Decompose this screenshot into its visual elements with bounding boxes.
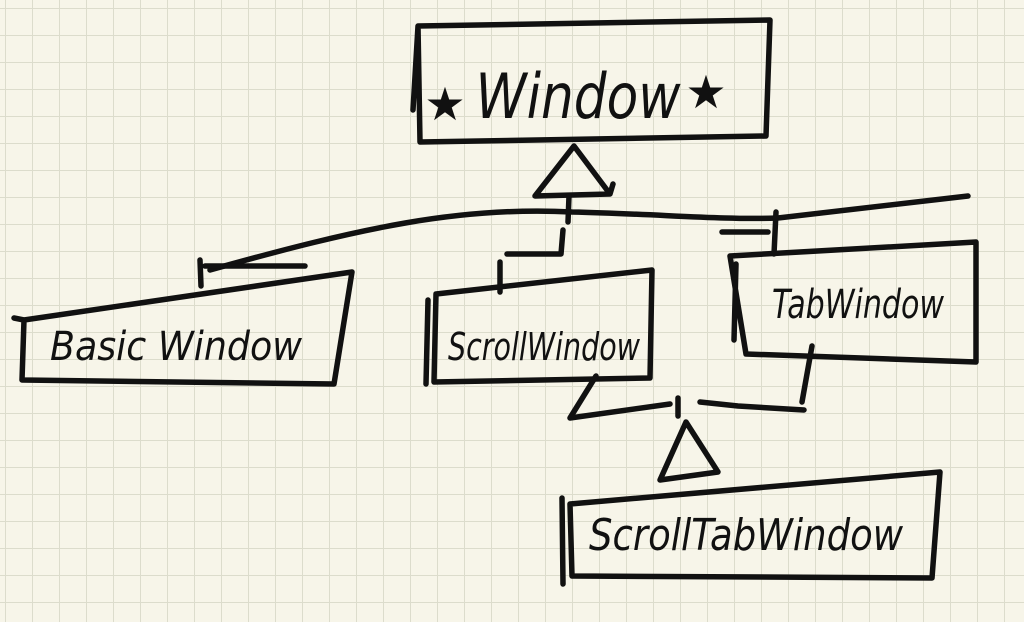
- inheritance-connectors-bottom: [567, 343, 815, 421]
- node-scroll-window-label: ScrollWindow: [448, 325, 641, 369]
- node-tab-window-box: [727, 239, 979, 365]
- window-star-right-icon: ★: [685, 65, 726, 119]
- node-scroll-window: ScrollWindow: [423, 267, 655, 387]
- node-basic-window-label: Basic Window: [50, 324, 302, 370]
- connector-from-tab-window: [697, 343, 815, 413]
- node-window-label: Window: [476, 60, 681, 133]
- connector-bus: [207, 193, 971, 273]
- node-basic-window-box: [11, 269, 355, 387]
- node-scroll-tab-window-box: [559, 469, 943, 587]
- inheritance-arrow-window: [532, 143, 616, 199]
- connector-to-basic-window: [197, 257, 308, 289]
- connector-from-scroll-window: [567, 373, 673, 421]
- node-basic-window: Basic Window: [11, 269, 355, 387]
- inheritance-connectors-top: [197, 193, 971, 295]
- node-tab-window: TabWindow: [727, 239, 979, 365]
- connector-to-tab-window: [719, 209, 779, 257]
- connector-window-stem: [565, 193, 572, 225]
- node-window: ★ Window ★: [410, 17, 773, 145]
- node-scroll-tab-window: ScrollTabWindow: [559, 469, 943, 587]
- node-scroll-tab-window-label: ScrollTabWindow: [589, 510, 904, 561]
- node-scroll-window-box: [423, 267, 655, 387]
- inheritance-arrow-scroll-tab-window: [657, 419, 721, 483]
- node-tab-window-label: TabWindow: [772, 282, 944, 328]
- node-window-box: [410, 17, 773, 145]
- window-star-left-icon: ★: [424, 77, 465, 131]
